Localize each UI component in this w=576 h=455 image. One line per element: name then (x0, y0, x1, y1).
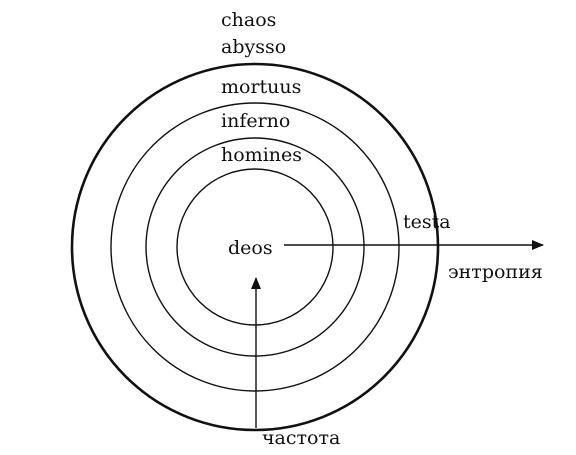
label-frequency: частота (262, 427, 340, 449)
label-deos: deos (228, 237, 273, 259)
label-mortuus: mortuus (221, 76, 301, 98)
outer-circle (70, 62, 440, 432)
second-circle (145, 137, 365, 357)
label-chaos: chaos (221, 9, 276, 31)
label-entropy: энтропия (448, 261, 543, 283)
label-homines: homines (221, 144, 302, 166)
label-abysso: abysso (221, 36, 286, 58)
third-circle (110, 102, 400, 392)
label-inferno: inferno (221, 110, 290, 132)
inner-circle (176, 168, 334, 326)
label-testa: testa (403, 211, 451, 233)
